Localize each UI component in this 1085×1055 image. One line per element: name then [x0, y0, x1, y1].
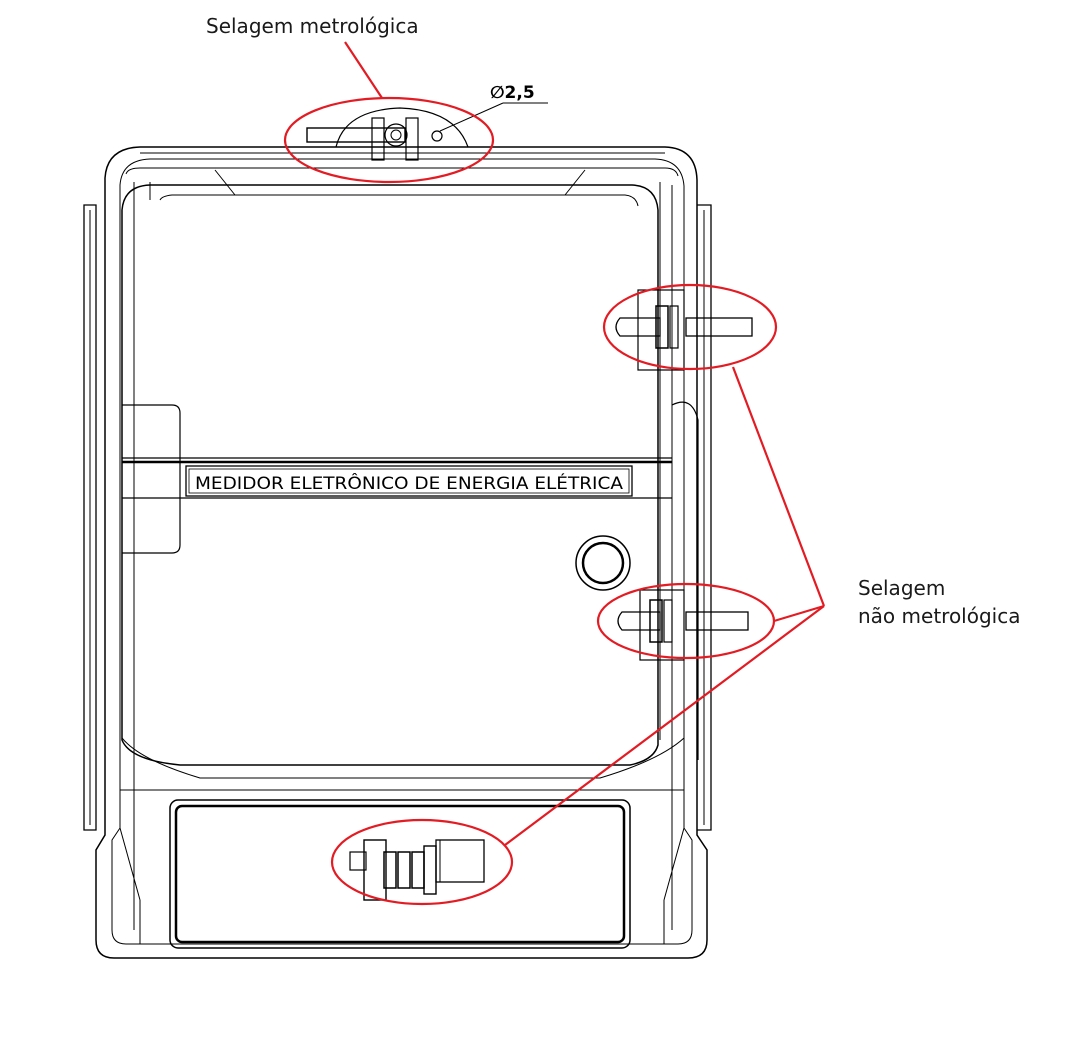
highlight-annotations: [283, 41, 826, 906]
label-non-metrological-line2: não metrológica: [858, 604, 1021, 628]
leader-terminal: [504, 605, 825, 846]
seal-right-upper: [615, 289, 753, 371]
highlight-seal-right-upper: [602, 283, 778, 371]
label-non-metrological-seal: Selagem não metrológica: [858, 574, 1020, 630]
leader-metrological: [344, 41, 383, 99]
terminal-cover: [169, 799, 631, 949]
leader-right-upper: [731, 366, 826, 607]
cover-window: [120, 169, 685, 791]
seal-terminal-cover: [349, 839, 485, 901]
metrological-seal-screw: [306, 102, 548, 161]
highlight-seal-terminal: [330, 818, 514, 906]
meter-housing: [83, 146, 712, 959]
hole-diameter-dimension: ∅2,5: [490, 83, 535, 103]
leader-right-lower: [773, 604, 825, 623]
optical-port: [575, 535, 631, 591]
label-metrological-seal: Selagem metrológica: [206, 14, 419, 38]
label-non-metrological-line1: Selagem: [858, 576, 946, 600]
nameplate-band: [122, 457, 672, 499]
seal-right-lower: [617, 401, 749, 760]
highlight-metrological-seal: [283, 96, 495, 184]
meter-nameplate-text: MEDIDOR ELETRÔNICO DE ENERGIA ELÉTRICA: [195, 472, 623, 494]
